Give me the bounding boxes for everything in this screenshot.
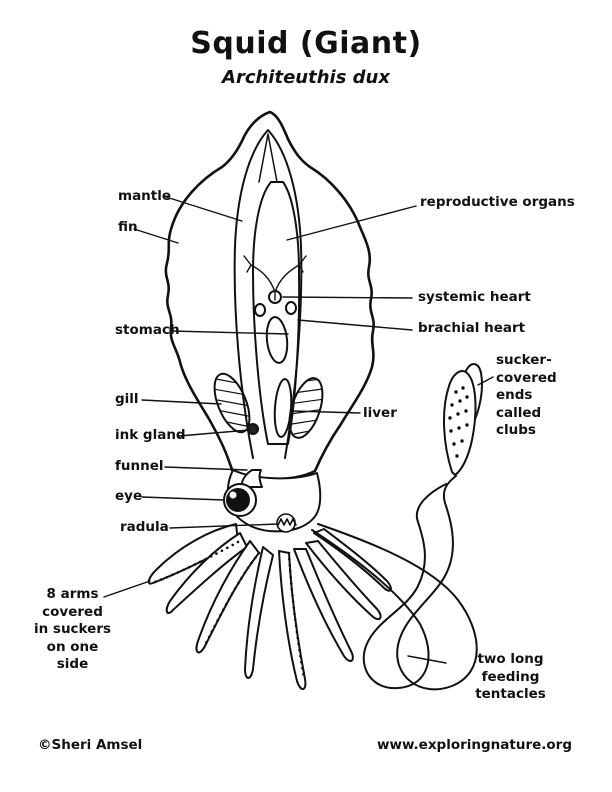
leader-stomach <box>170 330 289 335</box>
brachial-heart-left <box>254 303 266 317</box>
ink-gland-shape <box>247 423 259 435</box>
label-fin: fin <box>118 219 138 235</box>
label-clubs: sucker- covered ends called clubs <box>496 352 557 439</box>
radula-shape <box>276 513 297 533</box>
page-subtitle: Architeuthis dux <box>222 67 390 88</box>
funnel-shape <box>240 469 263 488</box>
arm-suckers <box>153 540 306 680</box>
stomach-shape <box>265 316 289 364</box>
tentacle-2 <box>311 483 447 690</box>
label-systemic-heart: systemic heart <box>418 289 531 305</box>
club-1 <box>443 370 477 476</box>
arm-6 <box>293 548 354 662</box>
label-eye: eye <box>115 488 143 504</box>
label-reproductive-organs: reproductive organs <box>420 194 575 210</box>
leader-arms <box>103 580 151 598</box>
arm-4 <box>244 546 274 679</box>
leader-funnel <box>164 466 248 471</box>
label-liver: liver <box>363 405 397 421</box>
page-title: Squid (Giant) <box>190 26 422 61</box>
club-group <box>443 363 483 476</box>
website-link[interactable]: www.exploringnature.org <box>377 737 572 753</box>
credit: ©Sheri Amsel <box>38 737 143 753</box>
label-tentacles: two long feeding tentacles <box>475 651 546 703</box>
label-mantle: mantle <box>118 188 172 204</box>
label-gill: gill <box>115 391 139 407</box>
gill-left <box>207 372 255 435</box>
arm-7 <box>305 540 382 620</box>
vessels <box>243 255 307 301</box>
label-ink-gland: ink gland <box>115 427 186 443</box>
leader-systemic-heart <box>282 296 413 299</box>
label-brachial-heart: brachial heart <box>418 320 526 336</box>
label-arms: 8 arms covered in suckers on one side <box>33 586 112 673</box>
arms-group <box>147 523 392 690</box>
label-stomach: stomach <box>115 322 180 338</box>
leader-brachial-heart <box>297 319 413 331</box>
label-radula: radula <box>120 519 169 535</box>
eye-shape <box>223 483 257 517</box>
leader-clubs <box>477 376 494 386</box>
arm-5 <box>278 550 307 690</box>
arm-3 <box>195 540 260 654</box>
leader-mantle <box>162 195 243 222</box>
brachial-heart-right <box>285 301 297 315</box>
gladius-lines <box>258 133 278 183</box>
label-funnel: funnel <box>115 458 164 474</box>
tentacle-1 <box>317 475 478 691</box>
leader-fin <box>133 228 179 244</box>
leader-liver <box>291 410 361 414</box>
leader-gill <box>141 399 222 405</box>
leader-eye <box>141 496 225 501</box>
systemic-heart-shape <box>268 290 282 304</box>
leader-radula <box>169 523 279 529</box>
leader-tentacles <box>407 655 447 664</box>
leader-lines <box>103 195 494 664</box>
leader-reproductive-organs <box>286 205 417 241</box>
arm-2 <box>165 532 248 614</box>
club-suckers <box>448 386 469 458</box>
leader-ink-gland <box>178 429 250 437</box>
visceral-mass <box>252 181 301 445</box>
